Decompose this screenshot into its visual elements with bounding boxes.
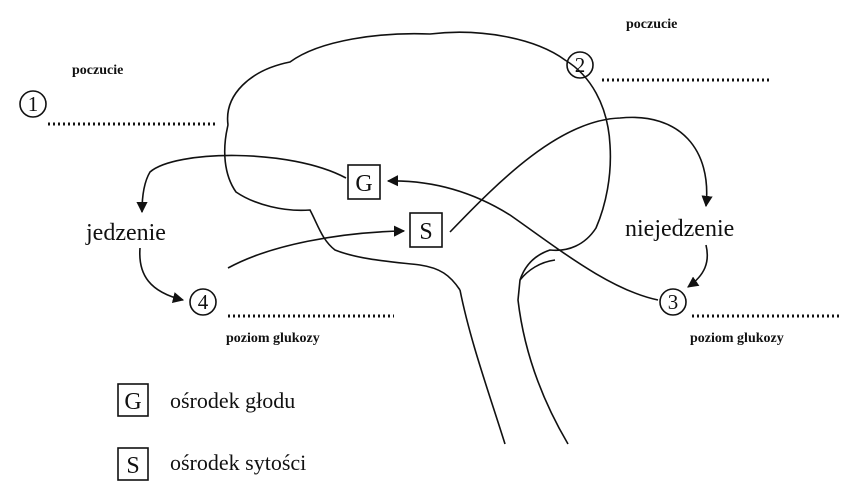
legend-hunger-text: ośrodek głodu: [170, 388, 295, 413]
legend-hunger: G ośrodek głodu: [118, 384, 295, 416]
not-eating-label: niejedzenie: [625, 216, 734, 242]
marker-1: 1: [20, 91, 46, 117]
glucose-label-right: poziom glukozy: [690, 331, 784, 346]
legend-satiety: S ośrodek sytości: [118, 448, 306, 480]
glucose-label-left: poziom glukozy: [226, 331, 320, 346]
eating-label: jedzenie: [85, 220, 166, 246]
arrow-4-to-satiety: [228, 231, 404, 268]
legend-satiety-text: ośrodek sytości: [170, 450, 306, 475]
hunger-center-letter: G: [355, 171, 372, 197]
legend-satiety-symbol: S: [126, 453, 139, 479]
satiety-center-letter: S: [419, 219, 432, 245]
arrow-eating-to-4: [140, 248, 183, 300]
arrow-not-eating-to-3: [688, 245, 707, 287]
marker-3-number: 3: [668, 290, 679, 314]
feeling-label-right: poczucie: [626, 17, 677, 32]
marker-1-number: 1: [28, 92, 39, 116]
satiety-center-box: S: [410, 213, 442, 247]
feeling-label-left: poczucie: [72, 63, 123, 78]
legend: G ośrodek głodu S ośrodek sytości: [118, 384, 306, 480]
marker-2-number: 2: [575, 53, 586, 77]
marker-4: 4: [190, 289, 216, 315]
arrow-hunger-to-eating: [142, 155, 346, 212]
marker-2: 2: [567, 52, 593, 78]
marker-4-number: 4: [198, 290, 209, 314]
legend-hunger-symbol: G: [124, 389, 141, 415]
hunger-center-box: G: [348, 165, 380, 199]
marker-3: 3: [660, 289, 686, 315]
arrow-satiety-to-not-eating: [450, 117, 707, 232]
